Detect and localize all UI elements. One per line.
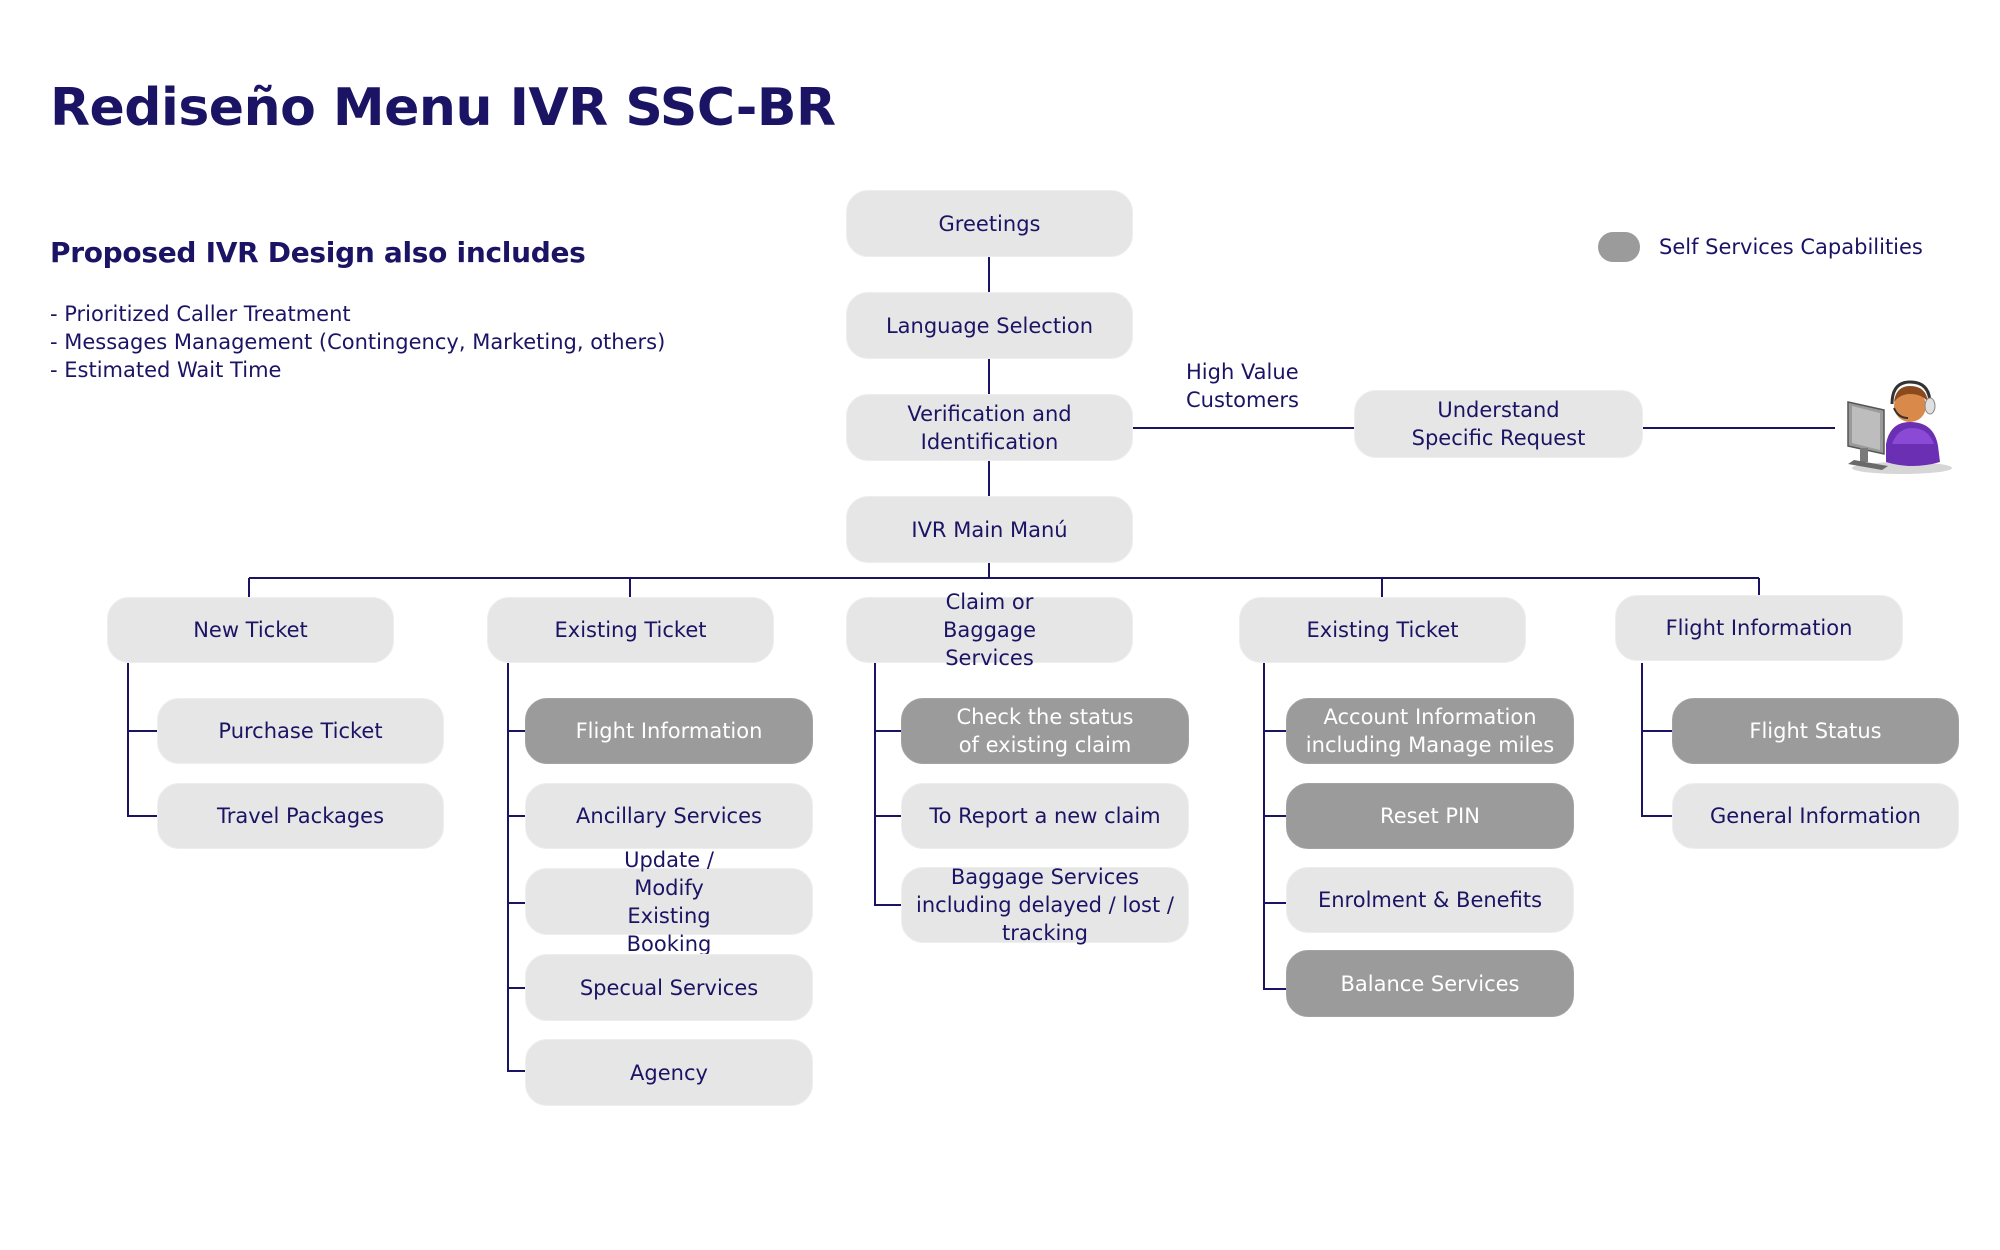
intro-bullet: - Estimated Wait Time bbox=[50, 358, 282, 382]
connector-branch-4 bbox=[1641, 663, 1672, 817]
intro-bullet: - Messages Management (Contingency, Mark… bbox=[50, 330, 666, 354]
option-report-new-claim: To Report a new claim bbox=[901, 783, 1189, 849]
page-title: Rediseño Menu IVR SSC-BR bbox=[50, 78, 836, 138]
node-verification: Verification and Identification bbox=[846, 394, 1133, 461]
connector-branch-1 bbox=[507, 663, 525, 1072]
option-reset-pin: Reset PIN bbox=[1286, 783, 1574, 849]
option-flight-status: Flight Status bbox=[1672, 698, 1959, 764]
legend-swatch-self-service bbox=[1598, 232, 1640, 262]
node-ivr-main-menu: IVR Main Manú bbox=[846, 496, 1133, 563]
option-check-claim-status: Check the status of existing claim bbox=[901, 698, 1189, 764]
option-purchase-ticket: Purchase Ticket bbox=[157, 698, 444, 764]
intro-bullet: - Prioritized Caller Treatment bbox=[50, 302, 351, 326]
option-enrolment-benefits: Enrolment & Benefits bbox=[1286, 867, 1574, 933]
legend: Self Services Capabilities bbox=[1598, 232, 1923, 262]
branch-existing-ticket-loyalty: Existing Ticket bbox=[1239, 597, 1526, 663]
connector-branch-0 bbox=[127, 663, 157, 817]
node-greetings: Greetings bbox=[846, 190, 1133, 257]
option-account-information: Account Information including Manage mil… bbox=[1286, 698, 1574, 764]
high-value-customers-label: High Value Customers bbox=[1186, 360, 1299, 412]
option-flight-information: Flight Information bbox=[525, 698, 813, 764]
option-general-information: General Information bbox=[1672, 783, 1959, 849]
connector-branch-2 bbox=[874, 663, 901, 906]
node-language-selection: Language Selection bbox=[846, 292, 1133, 359]
option-travel-packages: Travel Packages bbox=[157, 783, 444, 849]
option-special-services: Specual Services bbox=[525, 954, 813, 1021]
option-agency: Agency bbox=[525, 1039, 813, 1106]
legend-label: Self Services Capabilities bbox=[1659, 235, 1923, 259]
option-balance-services: Balance Services bbox=[1286, 950, 1574, 1017]
branch-claim-baggage: Claim or Baggage Services bbox=[846, 590, 1133, 670]
intro-heading: Proposed IVR Design also includes bbox=[50, 236, 586, 269]
branch-existing-ticket: Existing Ticket bbox=[487, 597, 774, 663]
node-understand-specific-request: Understand Specific Request bbox=[1354, 390, 1643, 458]
branch-flight-information: Flight Information bbox=[1615, 595, 1903, 661]
connector-branch-3 bbox=[1263, 663, 1286, 990]
call-center-agent-icon bbox=[1847, 380, 1952, 474]
option-baggage-services: Baggage Services including delayed / los… bbox=[901, 865, 1189, 945]
branch-new-ticket: New Ticket bbox=[107, 597, 394, 663]
intro-bullets: - Prioritized Caller Treatment - Message… bbox=[50, 300, 665, 384]
option-ancillary-services: Ancillary Services bbox=[525, 783, 813, 849]
option-update-modify-booking: Update / Modify Existing Booking bbox=[525, 848, 813, 956]
